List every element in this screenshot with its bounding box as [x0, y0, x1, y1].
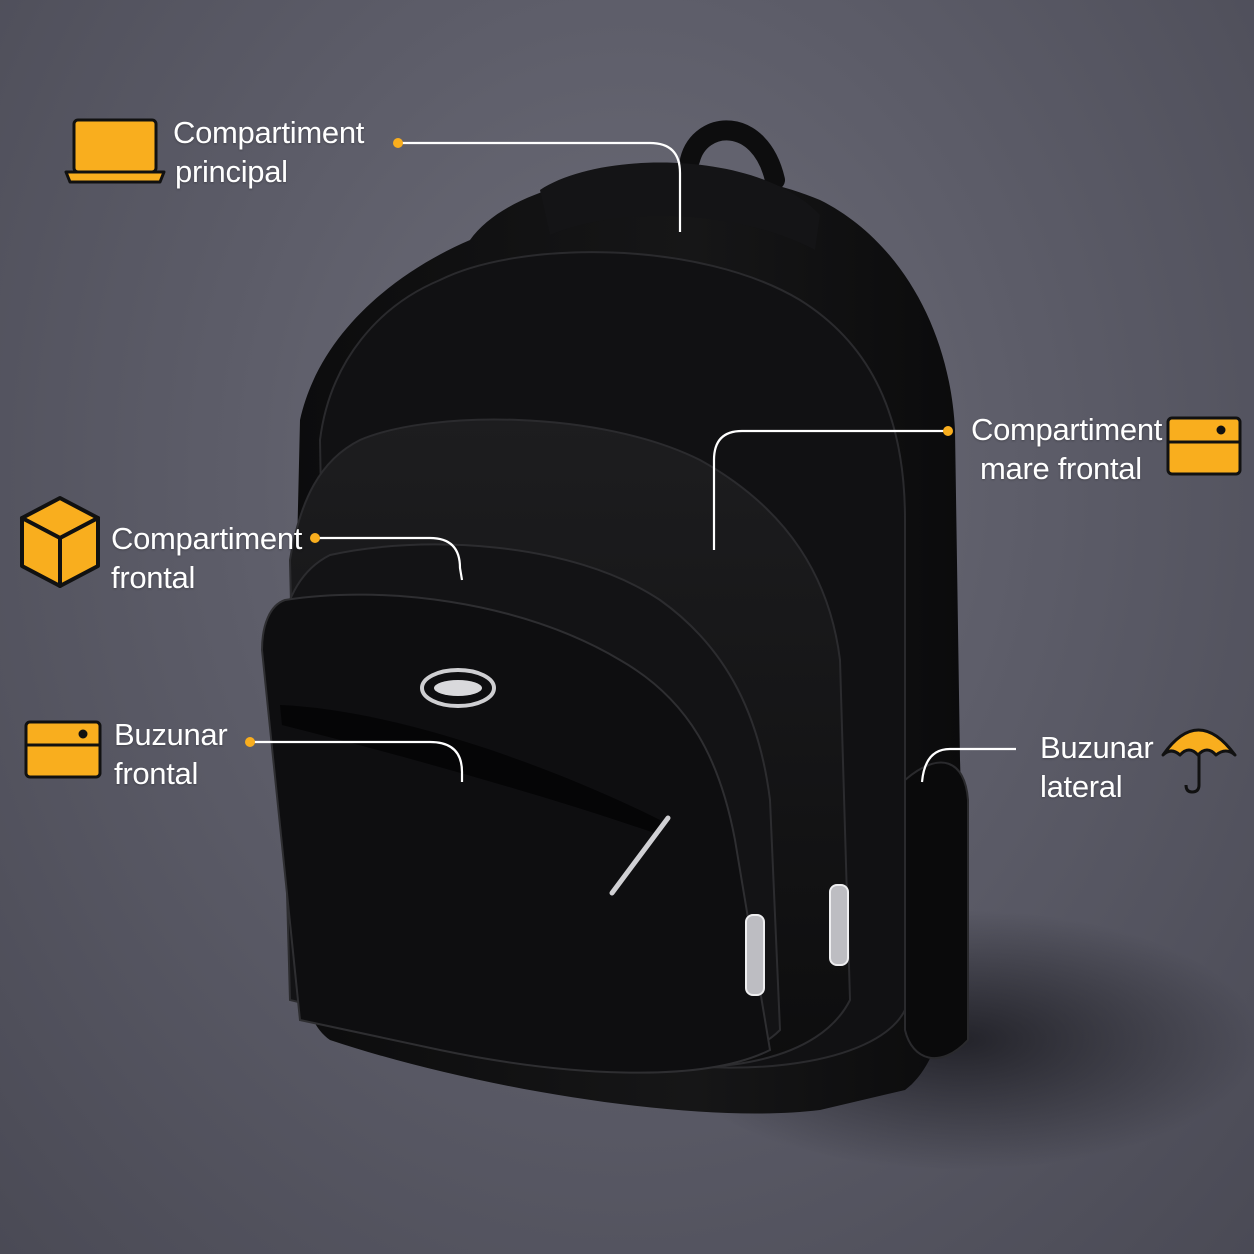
callout-front-compartment: Compartiment frontal [111, 519, 302, 597]
leader-line-front-pocket [250, 740, 464, 782]
callout-large-front-compartment-line2: mare frontal [980, 451, 1142, 486]
top-handle [680, 120, 785, 190]
leader-line-main [398, 141, 682, 232]
callout-front-pocket: Buzunar frontal [114, 715, 228, 793]
callout-front-compartment-line1: Compartiment [111, 521, 303, 556]
leader-dot-front [310, 533, 320, 543]
wallet-card-icon [1166, 416, 1242, 476]
callout-side-pocket-line1: Buzunar [1040, 730, 1154, 765]
leader-dot-front-pocket [245, 737, 255, 747]
laptop-icon [64, 118, 166, 184]
callout-large-front-compartment-line1: Compartiment [971, 412, 1163, 447]
leader-dots [245, 138, 953, 747]
zipper-pull-2 [829, 884, 849, 966]
leader-line-side [920, 747, 1016, 783]
leader-dot-main [393, 138, 403, 148]
leader-dot-large-front [943, 426, 953, 436]
front-pocket-panel [260, 593, 772, 1074]
leader-line-front [315, 536, 464, 581]
front-pocket-opening [280, 705, 660, 835]
callout-large-front-compartment: Compartiment mare frontal [971, 410, 1162, 488]
callout-front-pocket-line2: frontal [114, 756, 199, 791]
box-icon [20, 496, 100, 588]
callout-main-compartment-line2: principal [175, 154, 288, 189]
side-mesh-pocket [904, 761, 969, 1059]
callout-main-compartment: Compartiment principal [173, 113, 364, 191]
brand-logo-inner [434, 680, 482, 696]
zipper-pull-3 [609, 815, 671, 896]
leader-lines [250, 141, 1016, 783]
callout-side-pocket-line2: lateral [1040, 769, 1123, 804]
callout-main-compartment-line1: Compartiment [173, 115, 365, 150]
callout-front-pocket-line1: Buzunar [114, 717, 228, 752]
brand-logo-badge [420, 668, 496, 708]
callout-front-compartment-line2: frontal [111, 560, 196, 595]
zipper-pull-1 [745, 914, 765, 996]
wallet-card-icon [24, 720, 102, 779]
umbrella-icon [1161, 728, 1237, 794]
callout-side-pocket: Buzunar lateral [1040, 728, 1154, 806]
leader-line-large-front [712, 429, 948, 550]
